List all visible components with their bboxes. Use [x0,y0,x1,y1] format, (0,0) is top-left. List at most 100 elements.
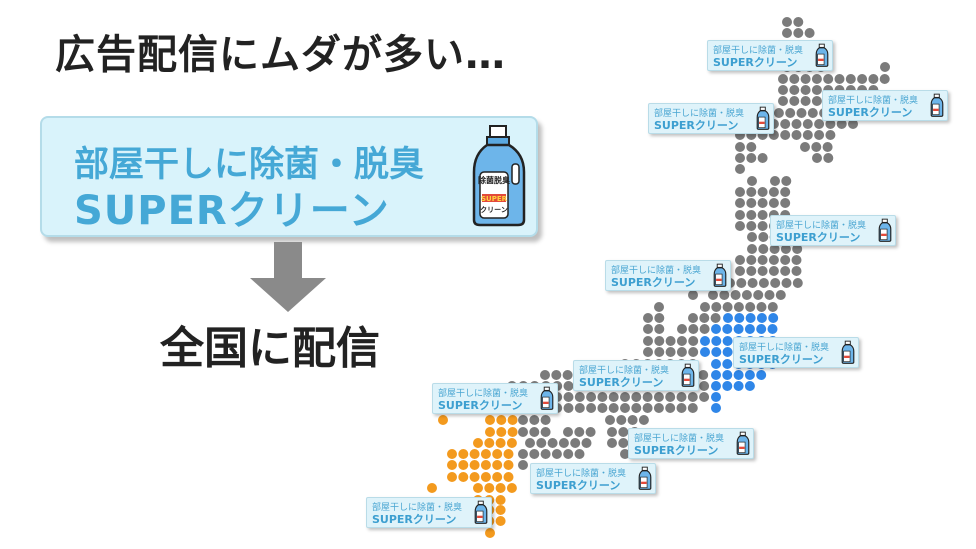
map-dot-default [518,460,528,470]
map-dot-default [791,266,802,276]
map-dot-default [643,313,653,323]
map-dot-default [735,164,745,174]
map-dot-default [769,244,780,254]
map-dot-default [735,255,745,265]
map-dot-east-region [722,347,733,357]
map-dot-default [822,142,833,152]
ad-line1: 部屋干しに除菌・脱臭 [74,145,425,185]
map-dot-west-region [480,460,491,470]
map-dot-default [768,255,779,265]
map-dot-west-region [495,505,506,515]
map-ad-line2: SUPERクリーン [776,231,861,244]
map-dot-default [665,392,676,402]
ad-line2: SUPERクリーン [74,188,390,234]
map-dot-east-region [700,347,710,357]
map-dot-default [793,17,804,27]
map-dot-default [698,370,709,380]
map-dot-default [676,392,687,402]
detergent-bottle-icon [638,466,652,490]
map-dot-default [730,290,741,300]
map-dot-east-region [744,381,755,391]
map-dot-default [792,278,803,288]
map-dot-west-region [503,449,514,459]
map-dot-default [785,108,796,118]
map-dot-default [780,119,791,129]
map-dot-default [608,392,619,402]
map-dot-default [836,119,847,129]
map-dot-default [654,302,664,312]
map-dot-default [758,232,769,242]
map-ad-line2: SUPERクリーン [438,399,523,412]
map-ad-line1: 部屋干しに除菌・脱臭 [536,469,627,479]
map-dot-west-region [485,528,495,538]
map-dot-default [793,28,804,38]
map-dot-east-region [768,313,779,323]
map-dot-default [562,370,573,380]
map-dot-default [791,119,802,129]
map-dot-west-region [484,438,495,448]
map-ad-line1: 部屋干しに除菌・脱臭 [739,343,830,353]
map-dot-default [574,449,585,459]
map-ad-line1: 部屋干しに除菌・脱臭 [438,389,529,399]
map-dot-default [778,96,788,106]
map-ad-line2: SUPERクリーン [654,119,739,132]
detergent-bottle-icon [736,431,750,455]
map-dot-default [781,176,792,186]
map-dot-default [518,449,528,459]
map-dot-default [778,85,788,95]
map-dot-default [802,119,813,129]
map-dot-default [563,427,573,437]
map-ad-line2: SUPERクリーン [828,106,913,119]
map-dot-west-region [447,449,457,459]
map-dot-default [563,392,574,402]
map-dot-default [688,313,698,323]
map-ad-line2: SUPERクリーン [536,479,621,492]
map-ad-line1: 部屋干しに除菌・脱臭 [654,109,745,119]
map-dot-default [710,313,721,323]
map-dot-default [773,108,784,118]
map-dot-default [586,403,597,413]
map-dot-default [778,74,788,84]
map-dot-west-region [495,495,506,505]
map-dot-east-region [744,370,755,380]
map-dot-default [586,392,597,402]
map-dot-west-region [492,472,503,482]
map-dot-default [540,427,551,437]
map-dot-default [708,290,718,300]
map-dot-default [563,403,574,413]
map-dot-default [746,142,757,152]
map-dot-default [753,290,764,300]
map-dot-default [518,415,528,425]
detergent-bottle-icon: 除菌脱臭 SUPER クリーン [472,125,526,227]
map-dot-default [570,438,581,448]
map-dot-default [780,244,791,254]
map-dot-default [757,187,768,197]
map-dot-west-region [484,483,495,493]
map-dot-default [789,96,800,106]
map-dot-default [665,403,676,413]
map-dot-default [782,17,792,27]
map-ad-line2: SUPERクリーン [634,444,719,457]
map-ad-line2: SUPERクリーン [579,376,664,389]
map-dot-default [746,187,757,197]
map-dot-default [792,244,803,254]
map-dot-west-region [495,516,506,526]
map-dot-default [812,153,822,163]
map-dot-default [525,438,535,448]
ad-banner: 部屋干しに除菌・脱臭 SUPERクリーン 除菌脱臭 SUPER クリーン [40,116,538,237]
map-dot-default [605,415,615,425]
map-dot-default [735,210,745,220]
map-dot-default [551,449,562,459]
map-dot-default [536,438,547,448]
map-dot-default [733,302,744,312]
map-dot-default [780,187,791,197]
map-dot-west-region [485,427,495,437]
map-dot-default [735,266,745,276]
map-dot-default [764,290,775,300]
map-dot-default [688,324,699,334]
detergent-bottle-icon [841,340,855,364]
map-dot-default [676,347,687,357]
